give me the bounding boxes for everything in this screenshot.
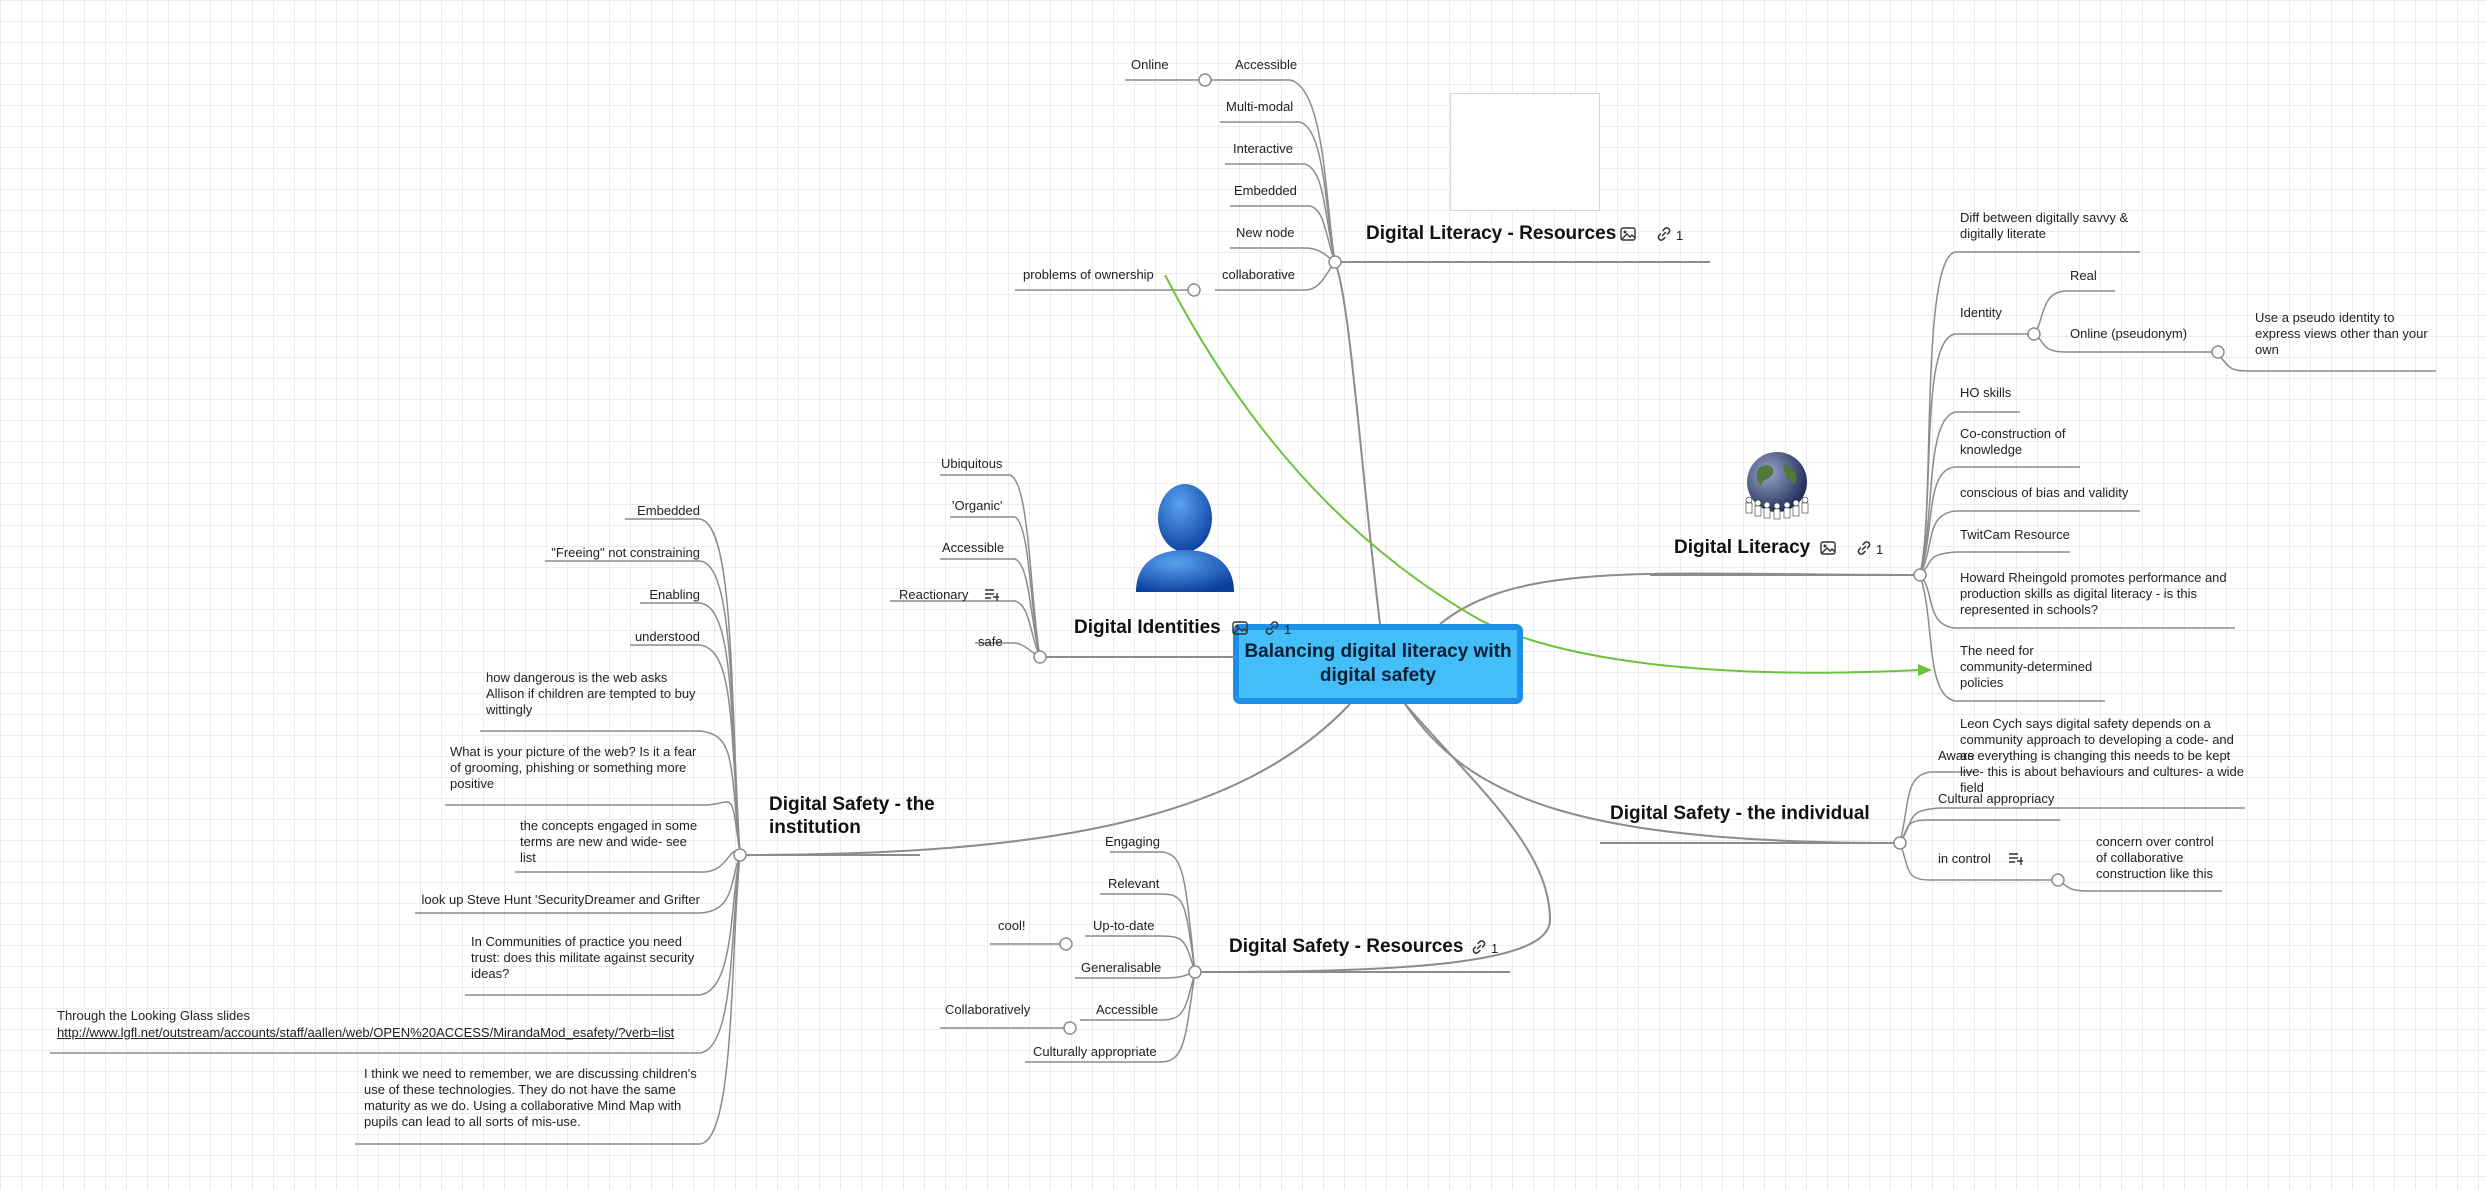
resources-badges: 1 xyxy=(1620,226,1683,245)
leaf-freeing[interactable]: "Freeing" not constraining xyxy=(551,545,700,560)
leaf-cultural-appropriacy[interactable]: Cultural appropriacy xyxy=(1938,791,2055,806)
literacy-badges: 1 xyxy=(1820,540,1883,559)
leaf-pseudo-identity[interactable]: Use a pseudo identity to express views o… xyxy=(2255,310,2428,357)
leaf-concepts-new[interactable]: the concepts engaged in some terms are n… xyxy=(520,818,698,865)
leaf-in-control[interactable]: in control xyxy=(1938,851,1991,866)
leaf-picture-of-web[interactable]: What is your picture of the web? Is it a… xyxy=(450,744,697,791)
leaf-steve-hunt[interactable]: look up Steve Hunt 'SecurityDreamer and … xyxy=(421,892,701,907)
leaf-children-use[interactable]: I think we need to remember, we are disc… xyxy=(364,1066,697,1129)
leaf-problems-of-ownership[interactable]: problems of ownership xyxy=(1023,267,1154,282)
link-count: 1 xyxy=(1284,622,1292,637)
leaf-identity[interactable]: Identity xyxy=(1960,305,2002,320)
image-icon xyxy=(1620,227,1636,244)
leaf-ubiquitous[interactable]: Ubiquitous xyxy=(941,456,1003,471)
leaf-twitcam[interactable]: TwitCam Resource xyxy=(1960,527,2070,542)
topic-digital-safety-resources[interactable]: Digital Safety - Resources xyxy=(1229,936,1464,957)
leaf-collaboratively[interactable]: Collaboratively xyxy=(945,1002,1031,1017)
link-icon[interactable] xyxy=(1856,540,1872,559)
link-count: 1 xyxy=(1491,941,1499,956)
leaf-relevant[interactable]: Relevant xyxy=(1108,876,1160,891)
leaf-culturally-appropriate[interactable]: Culturally appropriate xyxy=(1033,1044,1157,1059)
leaf-up-to-date[interactable]: Up-to-date xyxy=(1093,918,1155,933)
leaf-community-policies[interactable]: The need for community-determined polici… xyxy=(1960,643,2093,690)
leaf-understood[interactable]: understood xyxy=(634,629,700,644)
topic-digital-identities[interactable]: Digital Identities xyxy=(1074,617,1221,638)
leaf-organic[interactable]: 'Organic' xyxy=(952,498,1003,513)
safety-resources-badges: 1 xyxy=(1471,939,1498,958)
leaf-accessible-safety[interactable]: Accessible xyxy=(1096,1002,1159,1017)
leaf-safe[interactable]: safe xyxy=(978,634,1003,649)
topic-digital-safety-individual[interactable]: Digital Safety - the individual xyxy=(1610,803,1870,824)
leaf-real[interactable]: Real xyxy=(2070,268,2097,283)
leaf-engaging[interactable]: Engaging xyxy=(1105,834,1160,849)
leaf-ho-skills[interactable]: HO skills xyxy=(1960,385,2012,400)
leaf-accessible-identity[interactable]: Accessible xyxy=(942,540,1005,555)
image-icon xyxy=(1820,541,1836,558)
leaf-bias-validity[interactable]: conscious of bias and validity xyxy=(1960,485,2129,500)
leaf-accessible[interactable]: Accessible xyxy=(1235,57,1298,72)
leaf-online[interactable]: Online xyxy=(1131,57,1169,72)
topic-digital-literacy[interactable]: Digital Literacy xyxy=(1674,537,1811,558)
looking-glass-link[interactable]: http://www.lgfl.net/outstream/accounts/s… xyxy=(57,1025,675,1040)
leaf-online-pseudonym[interactable]: Online (pseudonym) xyxy=(2070,326,2188,341)
leaf-collaborative[interactable]: collaborative xyxy=(1222,267,1295,282)
link-icon[interactable] xyxy=(1656,226,1672,245)
link-count: 1 xyxy=(1676,228,1684,243)
link-icon[interactable] xyxy=(1264,620,1280,639)
image-placeholder xyxy=(1450,93,1600,211)
topic-digital-literacy-resources[interactable]: Digital Literacy - Resources xyxy=(1366,223,1617,244)
leaf-how-dangerous[interactable]: how dangerous is the web asks Allison if… xyxy=(486,670,696,717)
leaf-reactionary[interactable]: Reactionary xyxy=(899,587,969,602)
link-icon[interactable] xyxy=(1471,939,1487,958)
leaf-howard-rheingold[interactable]: Howard Rheingold promotes performance an… xyxy=(1960,570,2227,617)
leaf-new-node[interactable]: New node xyxy=(1236,225,1295,240)
leaf-communities-of-practice[interactable]: In Communities of practice you need trus… xyxy=(471,934,695,981)
link-count: 1 xyxy=(1876,542,1884,557)
topic-digital-safety-institution[interactable]: Digital Safety - the institution xyxy=(769,794,935,838)
leaf-aware[interactable]: Aware xyxy=(1938,748,1975,763)
note-icon[interactable] xyxy=(984,588,1000,602)
leaf-enabling[interactable]: Enabling xyxy=(649,587,700,602)
leaf-concern-over-control[interactable]: concern over control of collaborative co… xyxy=(2096,834,2214,881)
identities-badges: 1 xyxy=(1232,620,1291,639)
leaf-savvy-vs-literate[interactable]: Diff between digitally savvy & digitally… xyxy=(1960,210,2129,241)
leaf-leon-cych[interactable]: Leon Cych says digital safety depends on… xyxy=(1960,716,2244,795)
note-icon[interactable] xyxy=(2008,852,2024,866)
leaf-generalisable[interactable]: Generalisable xyxy=(1081,960,1162,975)
leaf-embedded[interactable]: Embedded xyxy=(1234,183,1297,198)
leaf-looking-glass[interactable]: Through the Looking Glass slides xyxy=(57,1008,250,1023)
image-icon xyxy=(1232,621,1248,638)
central-topic[interactable]: Balancing digital literacy with digital … xyxy=(1233,624,1523,704)
leaf-multi-modal[interactable]: Multi-modal xyxy=(1226,99,1294,114)
globe-icon xyxy=(1745,452,1809,520)
leaf-co-construction[interactable]: Co-construction of knowledge xyxy=(1960,426,2066,457)
person-icon xyxy=(1136,484,1234,592)
leaf-interactive[interactable]: Interactive xyxy=(1233,141,1293,156)
leaf-cool[interactable]: cool! xyxy=(998,918,1026,933)
leaf-embedded-institution[interactable]: Embedded xyxy=(637,503,700,518)
